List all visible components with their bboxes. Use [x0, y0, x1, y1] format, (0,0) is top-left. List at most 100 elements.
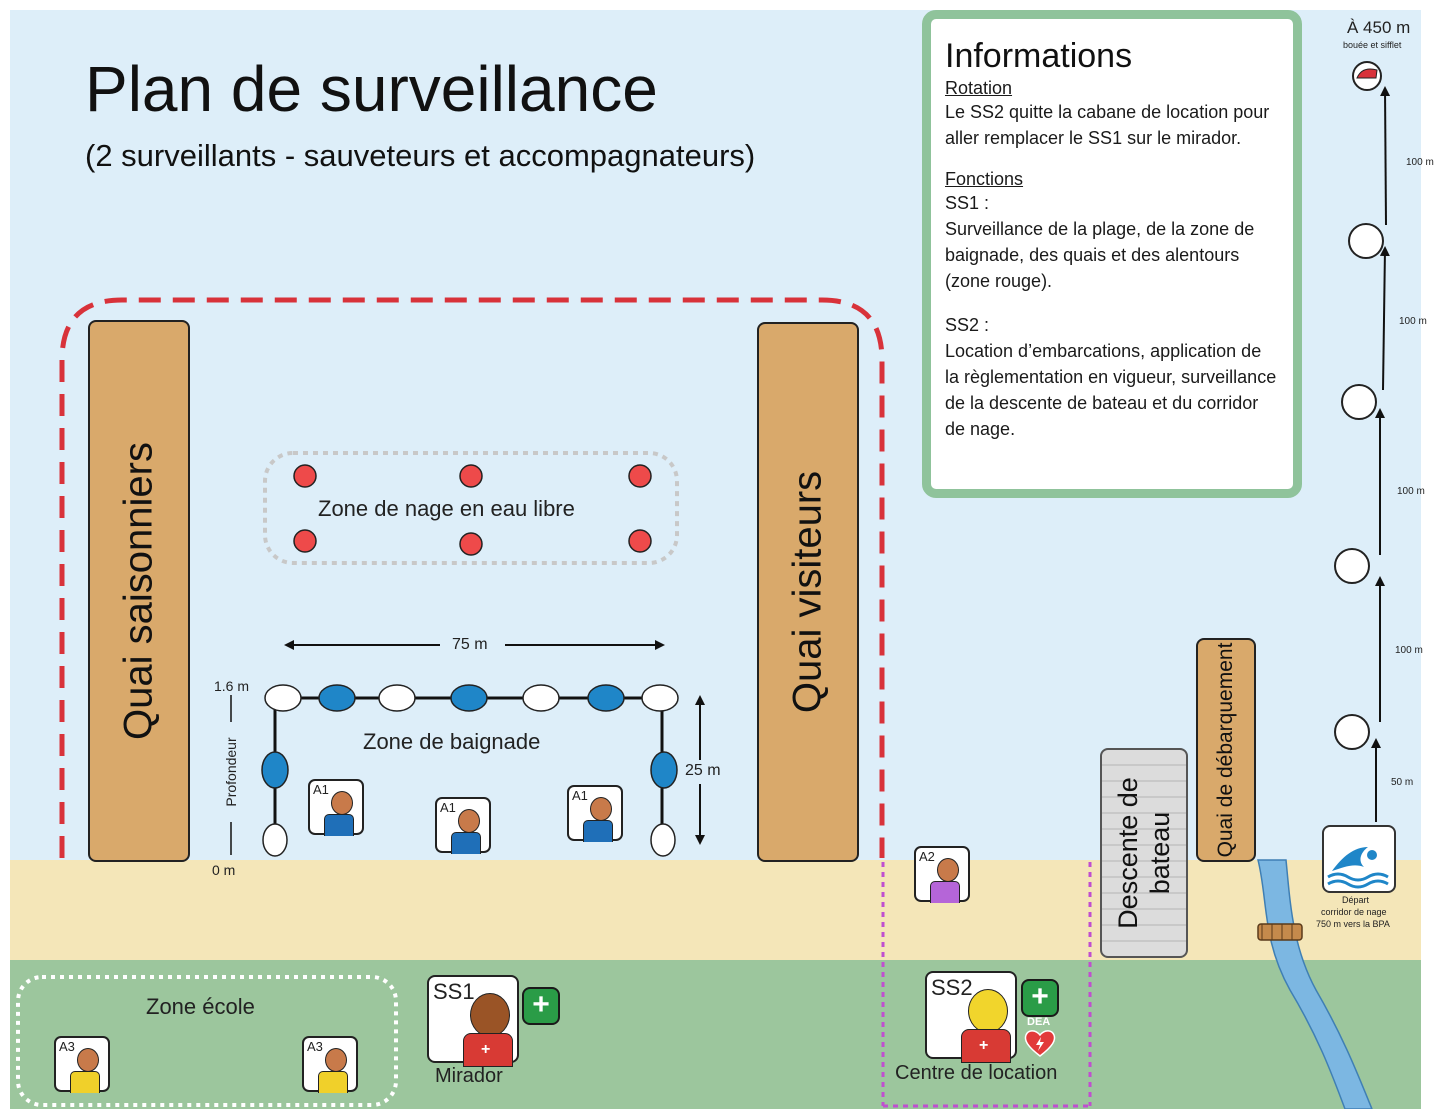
ss2-title: SS2 : [945, 315, 990, 335]
corridor-start-line1: Départ [1342, 895, 1370, 905]
rope-buoy-white [262, 823, 288, 857]
length-measure: 25 m [685, 762, 721, 779]
ss1-text: Surveillance de la plage, de la zone de … [945, 219, 1255, 291]
lifeguard-tag: SS1 [433, 979, 475, 1004]
attendant-body-icon [324, 814, 354, 836]
attendant-a1: A1 [567, 785, 623, 842]
functions-title: Fonctions [945, 169, 1024, 189]
corridor-end-note: bouée et sifflet [1343, 40, 1402, 50]
open-water-buoys [293, 464, 652, 556]
swim-area-buoys [261, 684, 679, 857]
rope-buoy-blue [318, 684, 356, 712]
attendant-tag: A2 [919, 849, 935, 864]
dock-debarquement: Quai de débarquement [1196, 638, 1256, 862]
lifeguard-body-icon [463, 1033, 513, 1067]
attendant-head-icon [77, 1048, 99, 1072]
lifeguard-ss1: SS1 + [427, 975, 519, 1067]
corridor-buoy [1334, 548, 1370, 584]
attendant-tag: A1 [440, 800, 456, 815]
rotation-title: Rotation [945, 78, 1013, 98]
surveillance-zone-outline [59, 297, 885, 858]
school-zone-label: Zone école [146, 994, 255, 1019]
attendant-body-icon [318, 1071, 348, 1093]
corridor-start-line3: 750 m vers la BPA [1316, 919, 1390, 929]
rental-zone-outline [881, 862, 1092, 1108]
open-water-buoy [293, 464, 317, 488]
lifeguard-ss2: SS2 + [925, 971, 1017, 1063]
attendant-body-icon [70, 1071, 100, 1093]
depth-top-label: 1.6 m [214, 678, 250, 694]
first-aid-cross-icon: + [522, 987, 560, 1025]
lifeguard-body-icon [961, 1029, 1011, 1063]
attendant-tag: A3 [59, 1039, 75, 1054]
rental-center-label: Centre de location [895, 1062, 1058, 1084]
stream [1257, 859, 1373, 1109]
corridor-buoy [1334, 714, 1370, 750]
rope-buoy-white [522, 684, 560, 712]
attendant-a1: A1 [308, 779, 364, 836]
rope-buoy-white [641, 684, 679, 712]
attendant-tag: A1 [572, 788, 588, 803]
attendant-a3: A3 [54, 1036, 110, 1093]
attendant-tag: A3 [307, 1039, 323, 1054]
rope-buoy-white [650, 823, 676, 857]
rope-buoy-blue [261, 751, 289, 789]
mirador-label: Mirador [435, 1065, 503, 1087]
corridor-segment-label: 100 m [1395, 645, 1423, 656]
grass-area [10, 960, 1421, 1109]
rope-buoy-blue [587, 684, 625, 712]
open-water-buoy [628, 529, 652, 553]
open-water-buoy [459, 532, 483, 556]
school-zone-outline [16, 975, 398, 1107]
lifeguard-head-icon [968, 989, 1008, 1033]
attendant-a3: A3 [302, 1036, 358, 1093]
attendant-head-icon [331, 791, 353, 815]
first-aid-cross-icon: + [1021, 979, 1059, 1017]
open-water-zone-outline [263, 451, 679, 565]
lifeguard-cross-icon: + [481, 1041, 491, 1058]
dock-visiteurs: Quai visiteurs [757, 322, 859, 862]
attendant-body-icon [451, 832, 481, 854]
boat-ramp: Descente de bateau [1100, 748, 1188, 958]
rope-buoy-white [378, 684, 416, 712]
depth-bottom-label: 0 m [212, 862, 236, 878]
info-panel: Informations Rotation Le SS2 quitte la c… [922, 10, 1302, 498]
attendant-head-icon [325, 1048, 347, 1072]
swimmer-wave-icon [1327, 847, 1389, 889]
open-water-buoy [459, 464, 483, 488]
page-title: Plan de surveillance [85, 53, 658, 125]
corridor-arrow [1379, 246, 1390, 391]
lifeguard-tag: SS2 [931, 975, 973, 1000]
info-heading: Informations [945, 37, 1133, 75]
corridor-end-distance: À 450 m [1347, 18, 1411, 37]
lifeguard-cross-icon: + [979, 1037, 989, 1054]
attendant-body-icon [930, 881, 960, 903]
attendant-head-icon [590, 797, 612, 821]
attendant-body-icon [583, 820, 613, 842]
ss1-title: SS1 : [945, 193, 990, 213]
ss2-text: Location d’embarcations, application de … [945, 341, 1277, 439]
dock-saisonniers: Quai saisonniers [88, 320, 190, 862]
open-water-buoy [293, 529, 317, 553]
corridor-segment-label: 100 m [1399, 316, 1427, 327]
attendant-head-icon [937, 858, 959, 882]
bridge-icon [1257, 923, 1303, 941]
dea-label: DEA [1027, 1016, 1051, 1028]
heart-defibrillator-icon [1024, 1030, 1056, 1057]
corridor-segment-label: 100 m [1406, 157, 1434, 168]
corridor-start-line2: corridor de nage [1321, 907, 1387, 917]
width-measure: 75 m [452, 636, 488, 653]
rope-buoy-blue [450, 684, 488, 712]
attendant-a2: A2 [914, 846, 970, 903]
attendant-tag: A1 [313, 782, 329, 797]
rope-buoy-blue [650, 751, 678, 789]
rotation-text: Le SS2 quitte la cabane de location pour… [945, 102, 1270, 148]
corridor-buoy [1341, 384, 1377, 420]
attendant-head-icon [458, 809, 480, 833]
swim-zone-label: Zone de baignade [363, 729, 541, 754]
corridor-segment-label: 50 m [1391, 777, 1414, 788]
lifeguard-head-icon [470, 993, 510, 1037]
rope-buoy-white [264, 684, 302, 712]
